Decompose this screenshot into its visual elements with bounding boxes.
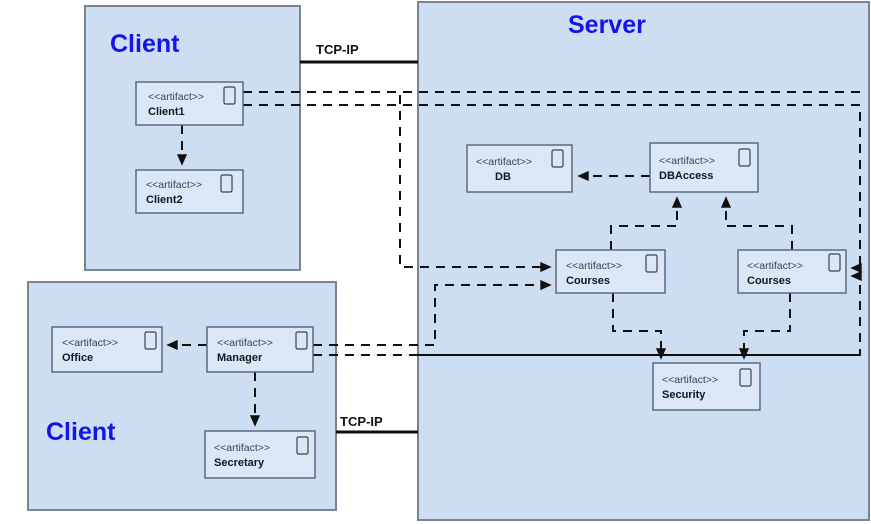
tcp-ip-bottom-label: TCP-IP <box>340 414 383 429</box>
artifact-name: Security <box>662 389 706 401</box>
artifact-security[interactable]: <<artifact>> Security <box>652 362 761 411</box>
artifact-stereotype: <<artifact>> <box>214 442 270 454</box>
artifact-name: DBAccess <box>659 170 713 182</box>
node-client-top[interactable]: Client <box>84 5 301 271</box>
artifact-icon <box>739 368 752 387</box>
artifact-secretary[interactable]: <<artifact>> Secretary <box>204 430 316 479</box>
artifact-stereotype: <<artifact>> <box>148 91 204 103</box>
artifact-client1[interactable]: <<artifact>> Client1 <box>135 81 244 126</box>
node-client-bottom-label: Client <box>46 418 116 446</box>
artifact-stereotype: <<artifact>> <box>217 337 273 349</box>
artifact-stereotype: <<artifact>> <box>146 179 202 191</box>
dep-courses-right-to-security <box>744 293 791 357</box>
artifact-stereotype: <<artifact>> <box>476 156 532 168</box>
dep-courses-left-to-dbaccess <box>610 199 677 250</box>
artifact-stereotype: <<artifact>> <box>747 260 803 272</box>
artifact-icon <box>738 148 751 167</box>
node-server-label: Server <box>568 11 646 39</box>
artifact-courses-left[interactable]: <<artifact>> Courses <box>555 249 666 294</box>
node-client-bottom[interactable]: Client <box>27 281 337 511</box>
artifact-icon <box>144 331 157 350</box>
artifact-db[interactable]: <<artifact>> DB <box>466 144 573 193</box>
artifact-name: Courses <box>566 275 610 287</box>
artifact-stereotype: <<artifact>> <box>662 374 718 386</box>
tcp-ip-top-label: TCP-IP <box>316 42 359 57</box>
artifact-name: Courses <box>747 275 791 287</box>
artifact-name: Secretary <box>214 457 265 469</box>
dep-client1-to-courses-right <box>243 104 860 268</box>
artifact-courses-right[interactable]: <<artifact>> Courses <box>737 249 847 294</box>
artifact-name: DB <box>495 171 511 183</box>
dep-client1-to-courses-left <box>243 91 549 267</box>
dep-courses-left-to-security <box>612 293 661 357</box>
artifact-name: Manager <box>217 352 263 364</box>
artifact-name: Client2 <box>146 194 183 206</box>
artifact-stereotype: <<artifact>> <box>659 155 715 167</box>
artifact-office[interactable]: <<artifact>> Office <box>51 326 163 373</box>
dep-courses-right-to-dbaccess <box>726 199 793 250</box>
artifact-name: Office <box>62 352 93 364</box>
artifact-icon <box>220 174 233 193</box>
artifact-icon <box>296 436 309 455</box>
artifact-icon <box>828 253 841 272</box>
artifact-icon <box>551 149 564 168</box>
artifact-stereotype: <<artifact>> <box>566 260 622 272</box>
artifact-stereotype: <<artifact>> <box>62 337 118 349</box>
artifact-client2[interactable]: <<artifact>> Client2 <box>135 169 244 214</box>
artifact-icon <box>223 86 236 105</box>
artifact-dbaccess[interactable]: <<artifact>> DBAccess <box>649 142 759 193</box>
node-client-top-label: Client <box>110 30 180 58</box>
dep-manager-to-courses-left <box>313 285 549 346</box>
artifact-icon <box>645 254 658 273</box>
artifact-name: Client1 <box>148 106 185 118</box>
artifact-manager[interactable]: <<artifact>> Manager <box>206 326 314 373</box>
artifact-icon <box>295 331 308 350</box>
